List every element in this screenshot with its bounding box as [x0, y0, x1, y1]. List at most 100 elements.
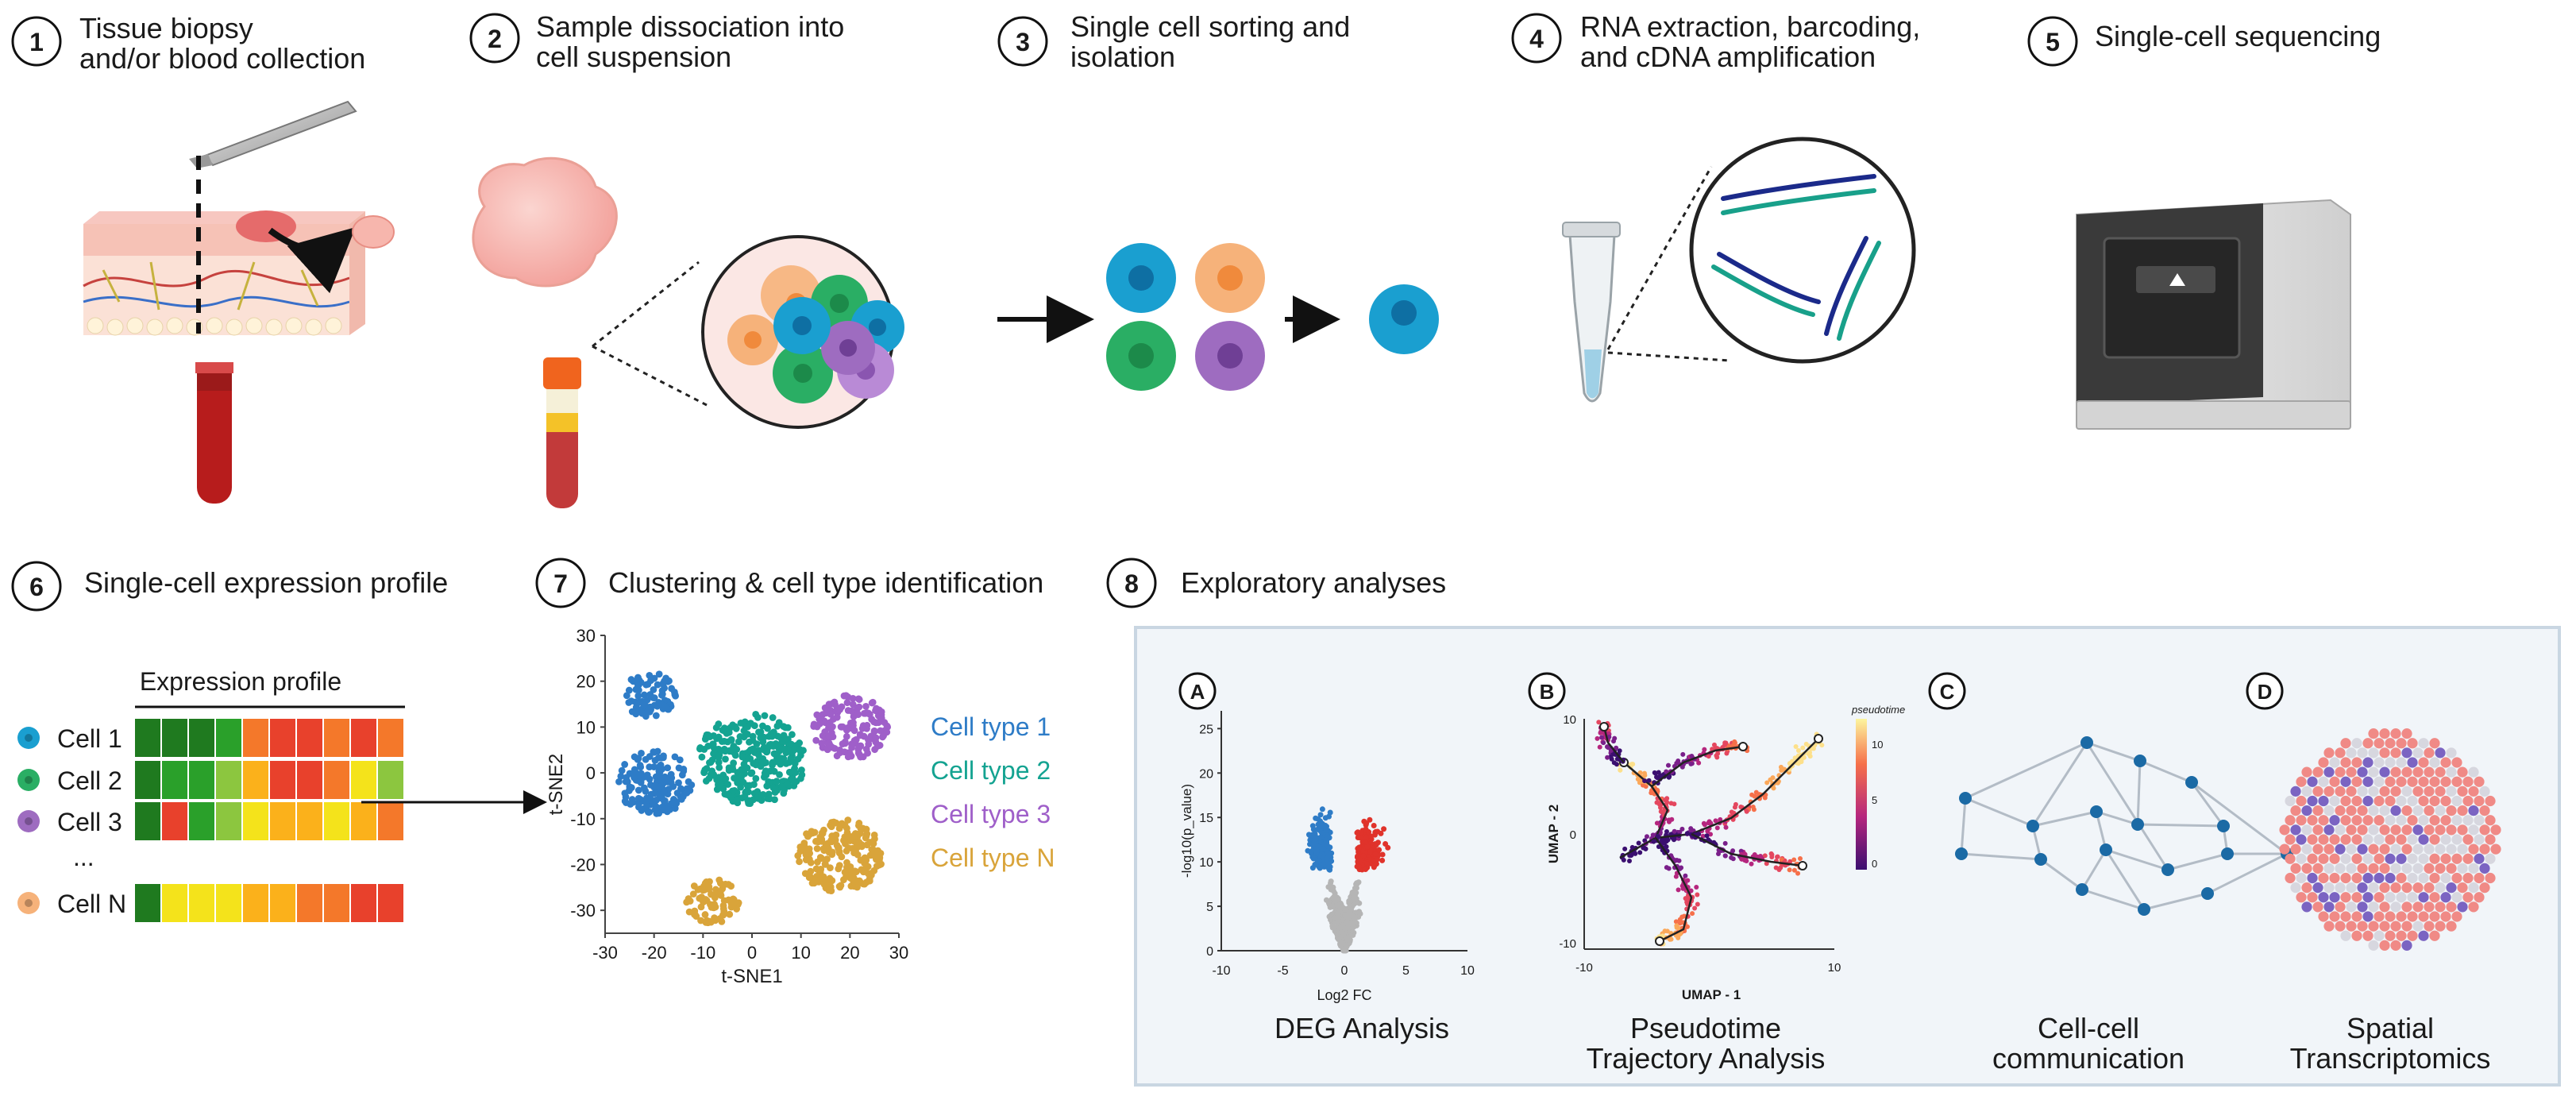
spatial-spot	[2396, 872, 2407, 884]
spatial-spot	[2424, 901, 2435, 913]
spatial-spot	[2362, 930, 2374, 941]
cell-label: Cell N	[57, 890, 126, 918]
volcano-point-down	[1306, 841, 1313, 847]
spatial-spot	[2485, 795, 2496, 807]
y-tick-label: -10	[570, 809, 596, 829]
tsne-point	[760, 733, 768, 741]
tsne-point	[870, 831, 878, 839]
volcano-point-up	[1360, 853, 1367, 859]
spatial-spot	[2418, 911, 2429, 922]
y-tick-label: 10	[1563, 713, 1576, 727]
trajectory-cell	[1601, 740, 1606, 746]
spatial-spot	[2368, 747, 2379, 759]
trajectory-cell	[1795, 747, 1801, 753]
network-edge	[2040, 858, 2083, 891]
spatial-spot	[2335, 747, 2346, 759]
spatial-spot	[2285, 872, 2296, 884]
network-edge	[2190, 782, 2225, 827]
spatial-spot	[2340, 911, 2351, 922]
spatial-spot	[2462, 795, 2474, 807]
trajectory-cell	[1679, 764, 1685, 770]
volcano-point-down	[1305, 832, 1312, 838]
spatial-spot	[2412, 921, 2424, 932]
spatial-spot	[2385, 930, 2396, 941]
trajectory-cell	[1775, 854, 1780, 859]
tsne-point	[694, 886, 702, 894]
network-edge	[2139, 759, 2192, 784]
network-edge	[2031, 742, 2088, 827]
spatial-spot	[2296, 834, 2307, 845]
spatial-spot	[2424, 921, 2435, 932]
tsne-point	[699, 896, 706, 904]
y-axis-label: -log10(p_value)	[1179, 784, 1194, 878]
trajectory-cell	[1665, 762, 1671, 768]
spatial-spot	[2340, 757, 2351, 768]
volcano-point-down	[1313, 836, 1319, 842]
spatial-spot	[2474, 815, 2485, 826]
tsne-point	[770, 767, 778, 775]
step-title-line1: Tissue biopsy	[79, 12, 253, 44]
spatial-spot	[2462, 892, 2474, 903]
spatial-spot	[2390, 824, 2401, 836]
tsne-point	[773, 778, 781, 786]
tsne-point	[815, 838, 822, 846]
spatial-spot	[2401, 940, 2412, 951]
spatial-spot	[2435, 766, 2446, 778]
volcano-point-down	[1317, 812, 1324, 818]
tsne-point	[763, 782, 771, 790]
spatial-spot	[2401, 805, 2412, 816]
tsne-point	[625, 699, 633, 706]
trajectory-cell	[1792, 755, 1798, 761]
spatial-spot	[2412, 805, 2424, 816]
step-title-line1: Single-cell sequencing	[2095, 20, 2381, 52]
step-6-header: 6 Single-cell expression profile	[11, 561, 448, 612]
tsne-point	[615, 778, 623, 786]
trajectory-cell	[1679, 865, 1684, 870]
tsne-point	[724, 781, 732, 788]
spatial-spot	[2451, 757, 2462, 768]
spatial-spot	[2429, 911, 2440, 922]
spatial-spot	[2424, 747, 2435, 759]
x-tick-label: 10	[1460, 964, 1475, 978]
spatial-spot	[2396, 776, 2407, 787]
trajectory-cell	[1665, 837, 1671, 843]
tsne-point	[857, 753, 864, 761]
tsne-point	[764, 724, 771, 732]
tsne-point	[784, 780, 791, 788]
network-node	[2221, 847, 2234, 860]
tsne-point	[741, 766, 749, 773]
tsne-point	[857, 856, 865, 864]
branch-end-node	[1798, 861, 1807, 870]
panel-letter-badge	[1928, 672, 1966, 710]
spatial-spot	[2385, 911, 2396, 922]
cell-marker-icon	[17, 769, 40, 791]
tsne-point	[715, 754, 723, 762]
spatial-spot	[2407, 853, 2418, 864]
spatial-spot	[2379, 882, 2390, 894]
tsne-point	[622, 793, 630, 801]
spatial-spot	[2396, 795, 2407, 807]
tsne-point	[871, 746, 878, 754]
tsne-point	[691, 910, 698, 918]
colorbar-tick-label: 10	[1872, 739, 1883, 751]
x-tick-label: -20	[642, 943, 667, 963]
tsne-point	[823, 706, 831, 714]
spatial-spot	[2301, 863, 2312, 874]
tsne-point	[722, 755, 729, 763]
spatial-spot	[2346, 766, 2357, 778]
tsne-point	[769, 761, 776, 769]
spatial-spot	[2346, 882, 2357, 894]
spatial-spot	[2485, 834, 2496, 845]
spatial-spot	[2485, 853, 2496, 864]
heatmap-cell	[324, 719, 349, 757]
microcentrifuge-tube-icon	[1562, 222, 1621, 403]
volcano-point-down	[1309, 865, 1316, 871]
spatial-spot	[2418, 757, 2429, 768]
spatial-spot	[2357, 786, 2368, 797]
spatial-spot	[2296, 815, 2307, 826]
spatial-spot	[2407, 872, 2418, 884]
network-edge	[2104, 849, 2146, 910]
heatmap-cell	[216, 761, 241, 799]
cell-nucleus-icon	[25, 899, 33, 907]
spatial-spot	[2340, 738, 2351, 749]
